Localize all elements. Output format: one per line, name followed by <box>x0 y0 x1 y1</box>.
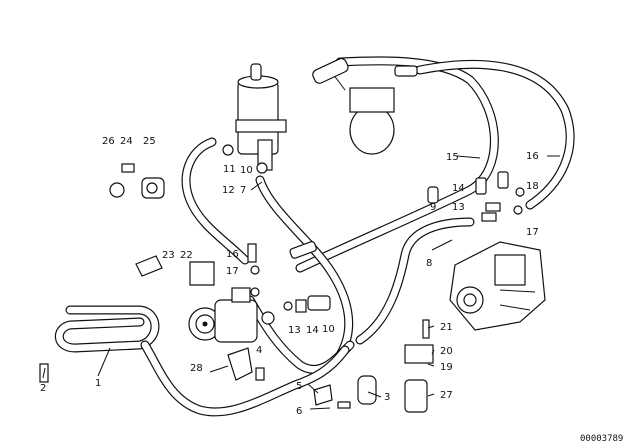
label-6: 6 <box>296 406 302 417</box>
brackets-lower <box>39 186 439 413</box>
label-8: 8 <box>426 258 432 269</box>
label-5: 5 <box>296 381 302 392</box>
label-9: 9 <box>430 202 436 213</box>
label-4: 4 <box>256 345 262 356</box>
label-14-right: 14 <box>452 183 465 194</box>
fluid-reservoir <box>235 63 287 171</box>
label-3: 3 <box>384 392 390 403</box>
label-16-left: 16 <box>226 249 239 260</box>
label-1: 1 <box>95 378 101 389</box>
reference-number: 00003789 <box>580 434 623 444</box>
leader-lines <box>42 155 560 410</box>
label-20: 20 <box>440 346 453 357</box>
label-2: 2 <box>40 383 46 394</box>
hose-8 <box>355 217 475 345</box>
label-18: 18 <box>526 181 539 192</box>
fittings <box>222 144 525 313</box>
label-17-right: 17 <box>526 227 539 238</box>
label-28: 28 <box>190 363 203 374</box>
label-21: 21 <box>440 322 453 333</box>
label-10-upper: 10 <box>240 165 253 176</box>
part-labels: 1 2 3 4 5 6 7 8 9 10 10 11 12 13 13 14 1… <box>40 136 539 417</box>
clamp-parts-left <box>109 163 215 286</box>
label-10-lower: 10 <box>322 324 335 335</box>
steering-pump <box>188 287 275 343</box>
hose-7 <box>255 175 354 360</box>
label-22: 22 <box>180 250 193 261</box>
label-14-left: 14 <box>306 325 319 336</box>
label-11: 11 <box>223 164 236 175</box>
label-13-right: 13 <box>452 202 465 213</box>
label-12: 12 <box>222 185 235 196</box>
label-19: 19 <box>440 362 453 373</box>
label-13-left: 13 <box>288 325 301 336</box>
pressure-accumulator <box>312 57 418 155</box>
label-7: 7 <box>240 185 246 196</box>
hose-12 <box>181 137 250 265</box>
label-25: 25 <box>143 136 156 147</box>
label-23: 23 <box>162 250 175 261</box>
label-24: 24 <box>120 136 133 147</box>
label-26: 26 <box>102 136 115 147</box>
hose-15-16 <box>295 56 575 273</box>
cooler-pipe-1 <box>54 305 350 417</box>
label-27: 27 <box>440 390 453 401</box>
label-16-right: 16 <box>526 151 539 162</box>
label-15: 15 <box>446 152 459 163</box>
steering-gear-box <box>449 241 546 331</box>
label-17-left: 17 <box>226 266 239 277</box>
